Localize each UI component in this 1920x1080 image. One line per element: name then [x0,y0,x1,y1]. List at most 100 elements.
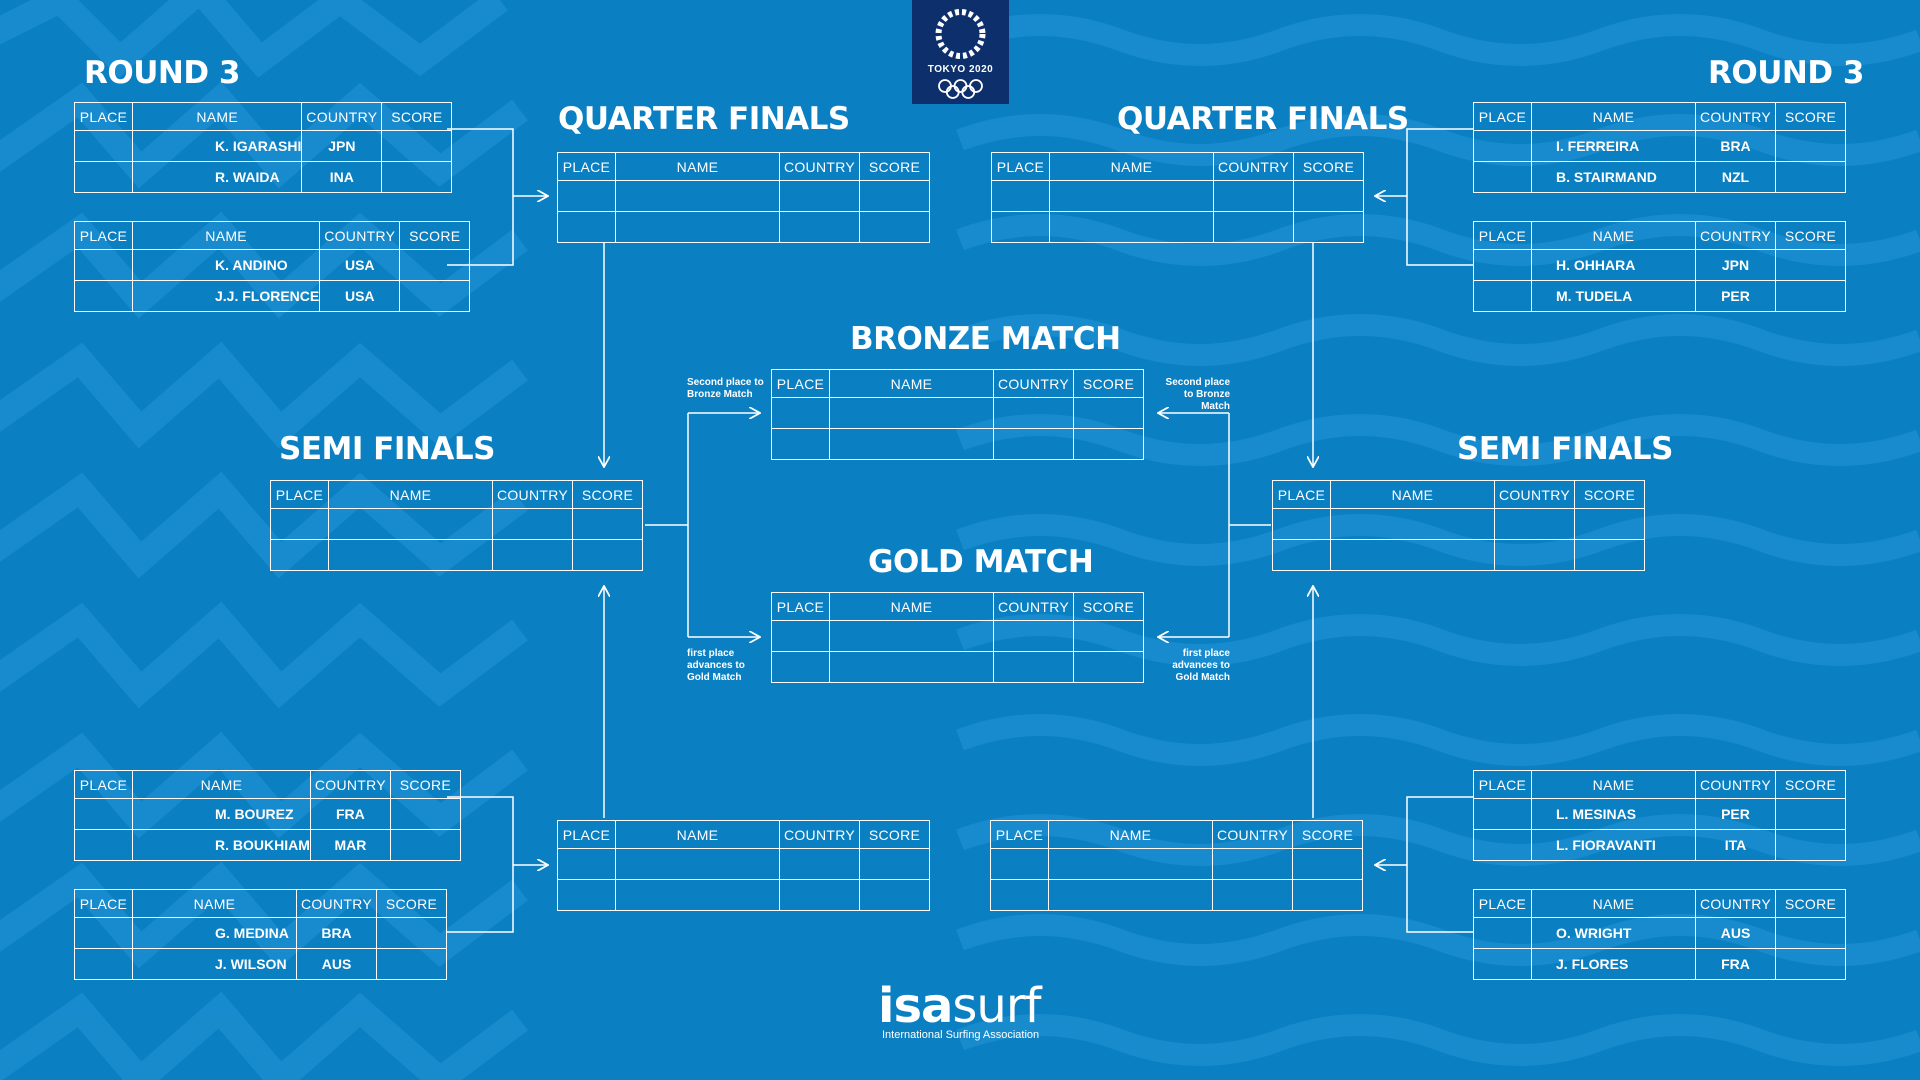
place-cell [1473,161,1532,193]
name-header: NAME [1049,152,1214,181]
place-cell [74,249,133,281]
surfer-country: PER [1695,798,1776,830]
surfer-name: O. WRIGHT [1531,917,1696,949]
country-header: COUNTRY [1212,820,1293,849]
place-header: PLACE [990,820,1049,849]
surfer-name: J. WILSON [132,948,297,980]
score-header: SCORE [859,820,930,849]
name-header: NAME [615,152,780,181]
name-header: NAME [132,770,311,799]
score-header: SCORE [1574,480,1645,509]
place-cell [74,829,133,861]
surfer-country: JPN [301,130,383,162]
name-header: NAME [829,369,994,398]
place-cell [74,130,133,162]
table-row [1272,539,1645,571]
surfer-name: K. ANDINO [131,249,321,281]
score-cell [1775,798,1846,830]
score-cell [389,798,461,830]
tokyo-2020-logo: TOKYO 2020 [912,0,1009,104]
place-cell [1473,917,1532,949]
score-cell [376,917,447,949]
table-row [990,848,1363,880]
place-header: PLACE [771,369,830,398]
score-cell [1775,249,1846,281]
brand-light: surf [952,978,1041,1034]
quarter-finals-left-heading: QUARTER FINALS [558,101,850,137]
surfer-country: BRA [1695,130,1776,162]
score-cell [389,829,461,861]
surfer-country: AUS [1695,917,1776,949]
place-cell [1473,948,1532,980]
place-cell [1473,798,1532,830]
surfer-country: USA [319,280,401,312]
score-header: SCORE [1775,770,1846,799]
surfer-country: INA [301,161,383,193]
score-cell [399,249,471,281]
place-header: PLACE [74,770,133,799]
surfer-name: J.J. FLORENCE [131,280,321,312]
surfer-name: B. STAIRMAND [1531,161,1696,193]
table-row [557,180,930,212]
country-header: COUNTRY [993,592,1074,621]
name-header: NAME [1048,820,1213,849]
country-header: COUNTRY [301,102,383,131]
round3-left-heading: ROUND 3 [84,55,240,91]
place-cell [74,917,133,949]
surfer-country: BRA [296,917,377,949]
place-cell [1473,249,1532,281]
surfer-name: L. MESINAS [1531,798,1696,830]
country-header: COUNTRY [779,152,860,181]
score-cell [399,280,471,312]
score-header: SCORE [389,770,461,799]
place-header: PLACE [1272,480,1331,509]
table-row [771,428,1144,460]
country-header: COUNTRY [1494,480,1575,509]
surfer-country: NZL [1695,161,1776,193]
table-row [771,651,1144,683]
surfer-name: I. FERREIRA [1531,130,1696,162]
table-row [270,508,643,540]
score-cell [381,130,453,162]
brand-bold: isa [878,978,953,1034]
table-row [557,848,930,880]
place-cell [1473,130,1532,162]
country-header: COUNTRY [1695,770,1776,799]
first-place-note-left: first place advances to Gold Match [687,648,745,683]
name-header: NAME [1531,221,1696,250]
score-header: SCORE [1293,152,1364,181]
surfer-country: FRA [309,798,391,830]
first-place-note-right: first place advances to Gold Match [1172,648,1230,683]
place-header: PLACE [1473,770,1532,799]
place-header: PLACE [74,889,133,918]
bronze-match-heading: BRONZE MATCH [850,321,1121,357]
country-header: COUNTRY [1695,221,1776,250]
surfer-name: R. BOUKHIAM [132,829,311,861]
surfer-name: H. OHHARA [1531,249,1696,281]
surfer-country: MAR [309,829,391,861]
place-header: PLACE [1473,889,1532,918]
score-header: SCORE [1073,592,1144,621]
quarter-finals-right-heading: QUARTER FINALS [1117,101,1409,137]
table-row [771,620,1144,652]
surfer-country: AUS [296,948,377,980]
name-header: NAME [131,221,321,250]
country-header: COUNTRY [779,820,860,849]
name-header: NAME [615,820,780,849]
